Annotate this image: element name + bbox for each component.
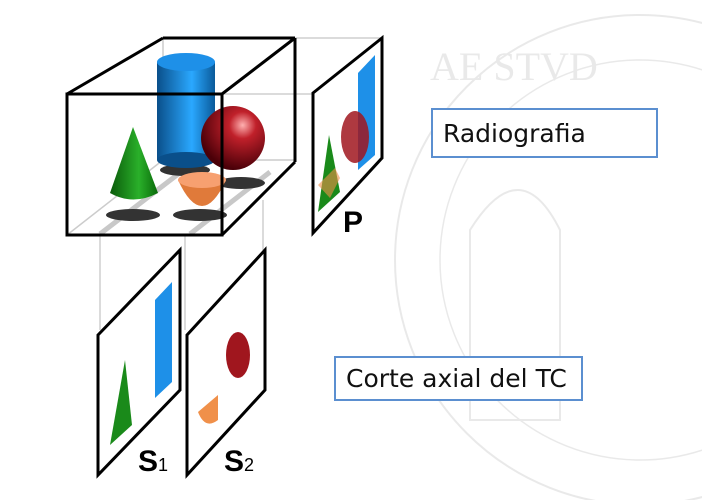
slice-panel-s1 [96, 246, 182, 479]
label-s2: S2 [224, 445, 254, 478]
slice-panel-s2 [185, 246, 267, 479]
projection-panel-p [311, 34, 384, 237]
projection-lines [99, 37, 382, 330]
sphere [201, 106, 265, 170]
label-s1-sub: 1 [158, 455, 168, 475]
label-s1-main: S [138, 445, 158, 478]
caption-radiography: Radiografia [431, 108, 658, 158]
cube [65, 36, 297, 237]
label-s2-sub: 2 [244, 455, 254, 475]
watermark-seal: AE STVD [394, 14, 702, 500]
cone [110, 127, 158, 200]
watermark-text: AE STVD [430, 44, 598, 89]
label-s2-main: S [224, 445, 244, 478]
hemisphere [178, 172, 226, 206]
caption-ct-axial: Corte axial del TC [334, 356, 583, 401]
label-p: P [343, 206, 363, 239]
label-s1: S1 [138, 445, 168, 478]
